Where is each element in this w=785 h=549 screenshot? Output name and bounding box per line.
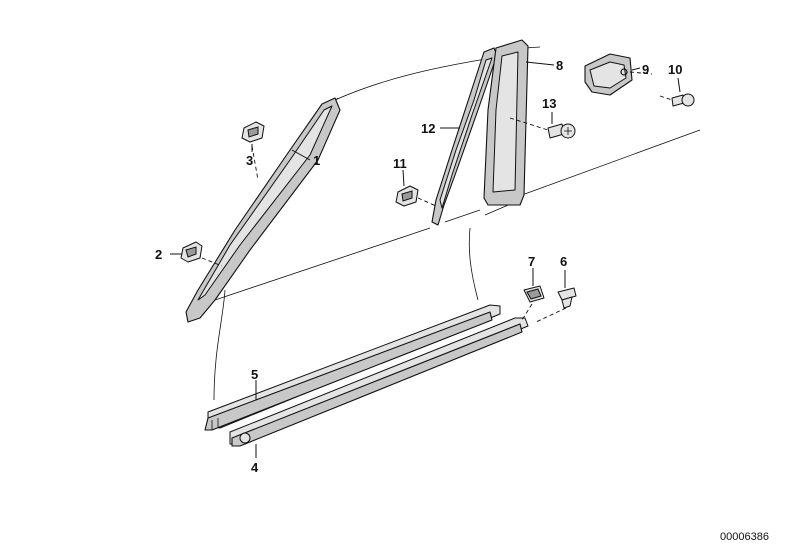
callout-11: 11 (393, 156, 407, 171)
callout-8: 8 (556, 58, 563, 73)
screw-part-10 (671, 93, 695, 107)
sill-strips (204, 304, 529, 447)
bracket-part-9 (584, 53, 633, 96)
callout-4: 4 (251, 460, 259, 475)
callout-leaders (170, 61, 681, 458)
callout-9: 9 (642, 62, 649, 77)
clip-part-11 (395, 185, 419, 207)
b-pillar-cover-8 (483, 39, 529, 206)
callout-13: 13 (542, 96, 556, 111)
callout-1: 1 (313, 153, 320, 168)
b-pillar-trim-12 (431, 47, 498, 226)
callout-5: 5 (251, 367, 258, 382)
callout-6: 6 (560, 254, 567, 269)
a-pillar-trim (185, 97, 341, 323)
screw-part-13 (547, 123, 576, 139)
callout-labels: 1 2 3 4 5 6 7 8 9 10 11 12 13 (155, 58, 682, 475)
clip-part-3 (241, 121, 265, 143)
callout-2: 2 (155, 247, 162, 262)
callout-7: 7 (528, 254, 535, 269)
clip-part-2 (180, 241, 203, 263)
callout-12: 12 (421, 121, 435, 136)
document-number: 00006386 (720, 531, 769, 543)
assembly-lines (201, 71, 673, 323)
clip-part-7 (523, 285, 545, 303)
callout-10: 10 (668, 62, 682, 77)
clip-part-6 (557, 287, 577, 309)
callout-3: 3 (246, 153, 253, 168)
